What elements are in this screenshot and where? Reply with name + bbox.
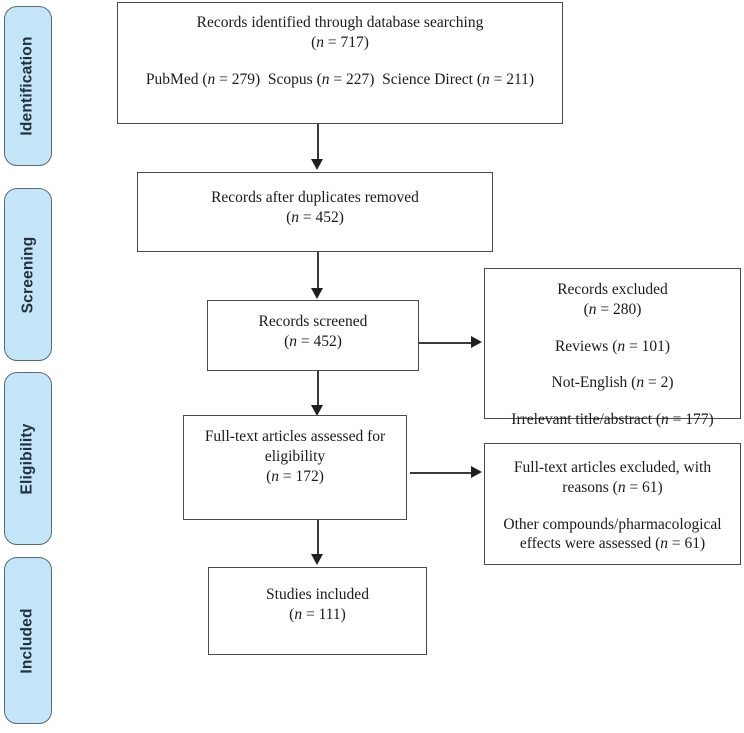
records-after-duplicates-title: Records after duplicates removed bbox=[211, 189, 419, 206]
fulltext-assessed-title-line1: Full-text articles assessed for bbox=[204, 428, 386, 445]
arrowhead-screened-to-excluded bbox=[471, 336, 482, 348]
fulltext-assessed-count: (n = 172) bbox=[266, 467, 324, 485]
records-excluded-title: Records excluded bbox=[557, 281, 668, 298]
stage-label-included: Included bbox=[19, 607, 37, 674]
records-identified-sources: PubMed (n = 279) Scopus (n = 227) Scienc… bbox=[145, 70, 535, 88]
stage-label-eligibility: Eligibility bbox=[19, 422, 37, 495]
box-fulltext-excluded: Full-text articles excluded, with reason… bbox=[484, 443, 741, 565]
records-excluded-reason-reviews: Reviews (n = 101) bbox=[554, 337, 671, 355]
records-identified-title: Records identified through database sear… bbox=[196, 14, 484, 31]
connector-fulltext-to-excluded bbox=[410, 472, 473, 474]
stage-band-included: Included bbox=[4, 557, 52, 724]
box-records-identified: Records identified through database sear… bbox=[117, 2, 563, 124]
stage-label-identification: Identification bbox=[19, 36, 36, 136]
box-records-excluded: Records excluded (n = 280) Reviews (n = … bbox=[484, 268, 741, 428]
fulltext-assessed-title-line2: eligibility bbox=[264, 447, 326, 465]
stage-label-screening: Screening bbox=[19, 236, 36, 313]
fulltext-excluded-reason-line1: Other compounds/pharmacological bbox=[503, 515, 722, 533]
connector-screened-to-excluded bbox=[419, 342, 473, 344]
studies-included-title: Studies included bbox=[266, 586, 369, 603]
records-identified-count: (n = 717) bbox=[311, 33, 369, 51]
stage-band-identification: Identification bbox=[4, 6, 52, 166]
arrowhead-duplicates-to-screened bbox=[311, 288, 323, 299]
stage-band-screening: Screening bbox=[4, 188, 52, 361]
box-studies-included: Studies included (n = 111) bbox=[208, 567, 427, 655]
arrowhead-fulltext-to-included bbox=[311, 554, 323, 565]
connector-duplicates-to-screened bbox=[317, 252, 319, 291]
records-excluded-reason-not-english: Not-English (n = 2) bbox=[551, 374, 674, 392]
connector-fulltext-to-included bbox=[317, 520, 319, 557]
records-screened-title: Records screened bbox=[258, 313, 368, 330]
records-excluded-reason-irrelevant: Irrelevant title/abstract (n = 177) bbox=[511, 411, 714, 429]
connector-identified-to-duplicates bbox=[317, 124, 319, 161]
records-screened-count: (n = 452) bbox=[284, 332, 342, 350]
arrowhead-screened-to-fulltext bbox=[311, 405, 323, 416]
box-records-after-duplicates: Records after duplicates removed (n = 45… bbox=[137, 172, 493, 252]
fulltext-excluded-count: reasons (n = 61) bbox=[562, 478, 663, 496]
fulltext-excluded-title-line1: Full-text articles excluded, with bbox=[513, 459, 712, 476]
box-fulltext-assessed: Full-text articles assessed for eligibil… bbox=[183, 415, 407, 520]
connector-screened-to-fulltext bbox=[317, 371, 319, 408]
stage-band-eligibility: Eligibility bbox=[4, 372, 52, 545]
studies-included-count: (n = 111) bbox=[289, 605, 346, 623]
box-records-screened: Records screened (n = 452) bbox=[207, 300, 419, 371]
arrowhead-identified-to-duplicates bbox=[311, 159, 323, 170]
fulltext-excluded-reason-line2: effects were assessed (n = 61) bbox=[519, 535, 706, 553]
records-after-duplicates-count: (n = 452) bbox=[286, 208, 344, 226]
arrowhead-fulltext-to-excluded bbox=[471, 466, 482, 478]
records-excluded-count: (n = 280) bbox=[583, 300, 642, 318]
